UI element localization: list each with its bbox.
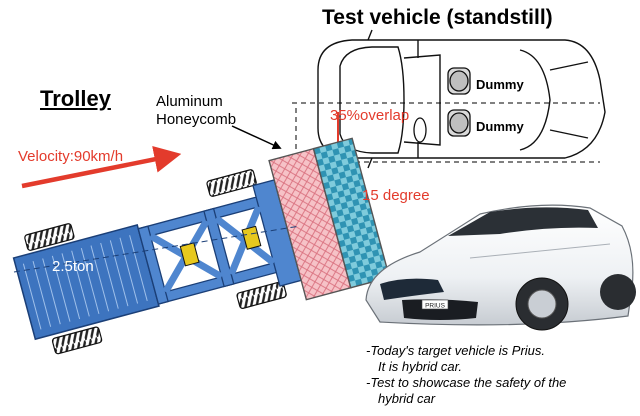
dummy-label: Dummy	[476, 119, 524, 134]
license-plate	[421, 299, 449, 310]
front-grille	[402, 299, 478, 320]
note-line: -Today's target vehicle is Prius.	[366, 343, 546, 358]
velocity-label: Velocity:90km/h	[18, 148, 124, 165]
rear-wheel	[600, 274, 636, 310]
honeycomb-label-line2: Honeycomb	[156, 111, 237, 128]
dummy-seats	[413, 67, 471, 143]
overlap-label: 35%overlap	[330, 107, 410, 124]
trolley-label: Trolley	[40, 86, 111, 111]
notes-list: -Today's target vehicle is Prius. It is …	[366, 343, 566, 407]
note-line: It is hybrid car.	[378, 359, 463, 374]
car-badge-text: PRIUS	[425, 303, 446, 310]
wheel-rear-left	[24, 223, 75, 251]
test-vehicle-outline	[317, 29, 606, 169]
load-cell	[179, 242, 200, 267]
dummy-label: Dummy	[476, 77, 524, 92]
honeycomb-pointer	[231, 125, 282, 150]
velocity-arrow	[21, 146, 182, 189]
load-cell	[241, 225, 262, 250]
mass-label: 2.5ton	[52, 258, 94, 275]
trolley-frame	[137, 179, 302, 305]
trolley-centerline	[13, 225, 301, 273]
barrier-face	[312, 137, 391, 289]
wheel-front-left	[206, 169, 257, 197]
note-line: hybrid car	[378, 391, 436, 406]
angle-label: 15 degree	[362, 187, 430, 204]
page-title: Test vehicle (standstill)	[322, 6, 553, 29]
wheel-front-right	[236, 281, 287, 309]
prius-car-image: PRIUS	[365, 204, 636, 331]
trolley-assembly	[12, 137, 391, 355]
headlight	[380, 278, 444, 300]
wheel-rear-right	[51, 326, 103, 355]
note-line: -Test to showcase the safety of the	[366, 375, 567, 390]
honeycomb-label-line1: Aluminum	[156, 93, 223, 110]
